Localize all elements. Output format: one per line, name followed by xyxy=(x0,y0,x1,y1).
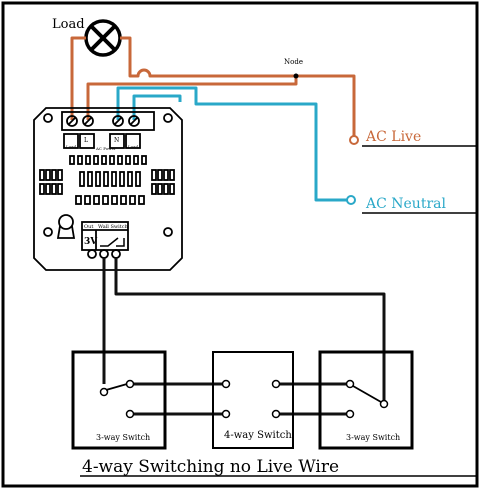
ac-neutral-label: AC Neutral xyxy=(365,196,446,212)
node-label: Node xyxy=(284,58,303,66)
left-switch-label: 3-way Switch xyxy=(96,433,150,442)
out-label: Out xyxy=(84,224,93,230)
terminal-l-label: L xyxy=(84,137,88,144)
wall-switch-symbol xyxy=(100,237,125,247)
wall-switch-label: Wall Switch xyxy=(98,224,129,230)
load-label: Load xyxy=(52,17,85,32)
left-3-way-switch xyxy=(71,350,167,450)
ac-neutral-terminal xyxy=(346,195,356,205)
terminal-load-label: Load xyxy=(66,144,76,149)
middle-4-way-switch xyxy=(212,351,294,449)
traveler-wires xyxy=(102,258,386,416)
terminal-n-label: N xyxy=(114,137,119,144)
right-switch-label: 3-way Switch xyxy=(346,433,400,442)
load-lamp-icon xyxy=(84,19,122,57)
diagram-caption: 4-way Switching no Live Wire xyxy=(82,457,339,477)
middle-switch-label: 4-way Switch xyxy=(224,430,292,441)
smart-switch-module xyxy=(33,107,183,271)
ac-live-label: AC Live xyxy=(365,129,421,145)
node-junction xyxy=(293,73,299,79)
voltage-label: 3V xyxy=(84,237,98,247)
terminal-load2-label: Load xyxy=(128,144,138,149)
right-3-way-switch xyxy=(318,350,414,450)
ac-live-terminal xyxy=(349,135,359,145)
live-wire xyxy=(70,36,356,136)
terminal-ac-power-label: AC Power xyxy=(95,146,116,151)
